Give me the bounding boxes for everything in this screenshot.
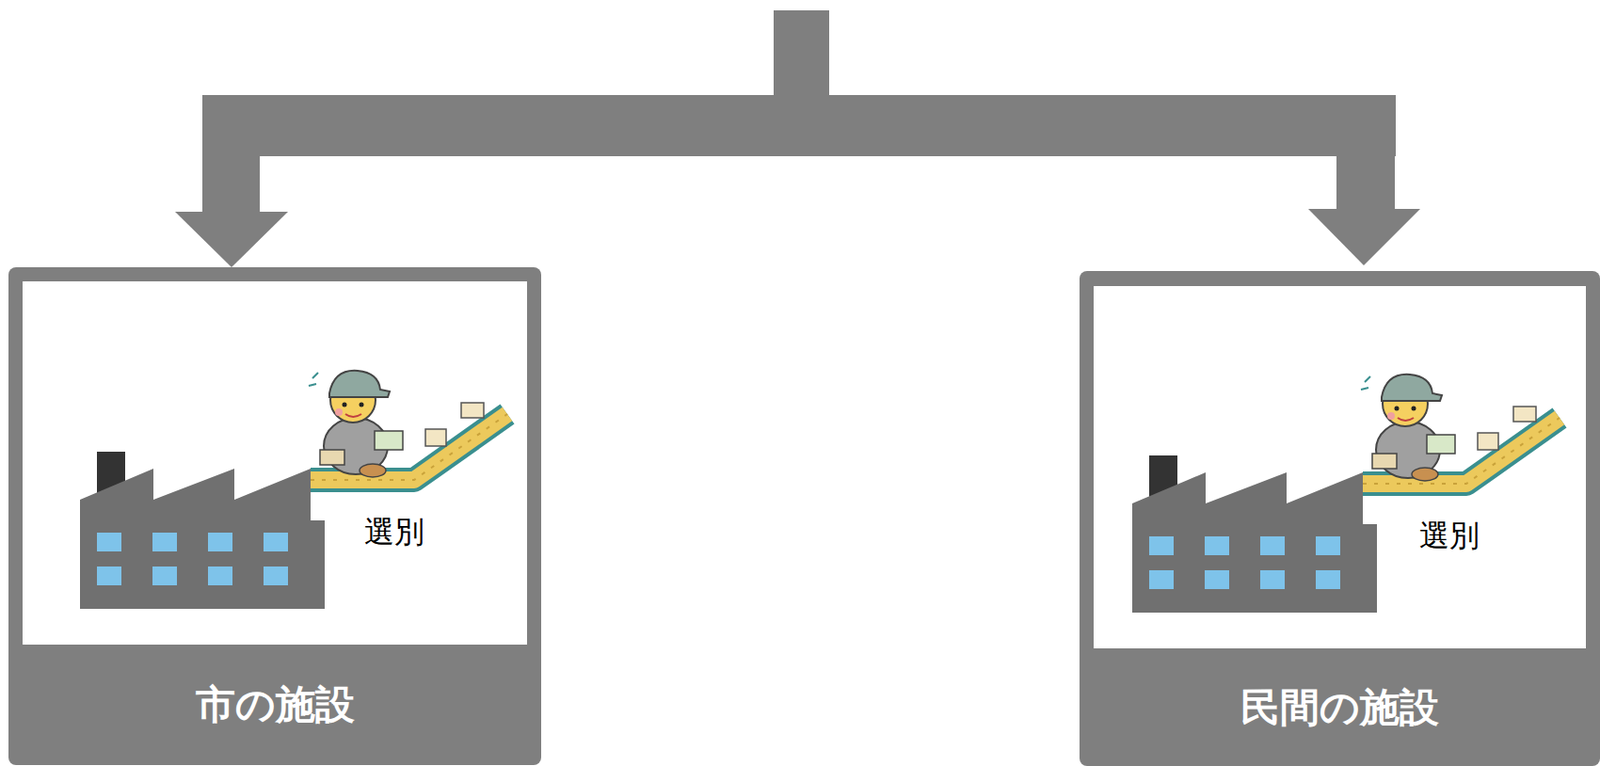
- facility-label: 市の施設: [195, 678, 355, 732]
- facility-box: 市の施設 選別: [8, 267, 542, 766]
- process-label: 選別: [364, 512, 425, 554]
- facility-box: 民間の施設 選別: [1079, 271, 1600, 766]
- facility-label: 民間の施設: [1240, 681, 1440, 735]
- box-interior: [1093, 286, 1586, 649]
- split-arrow: [175, 10, 1421, 268]
- label-band: 市の施設: [8, 644, 542, 766]
- box-interior: [22, 281, 528, 645]
- label-band: 民間の施設: [1079, 648, 1600, 766]
- process-label: 選別: [1419, 515, 1480, 558]
